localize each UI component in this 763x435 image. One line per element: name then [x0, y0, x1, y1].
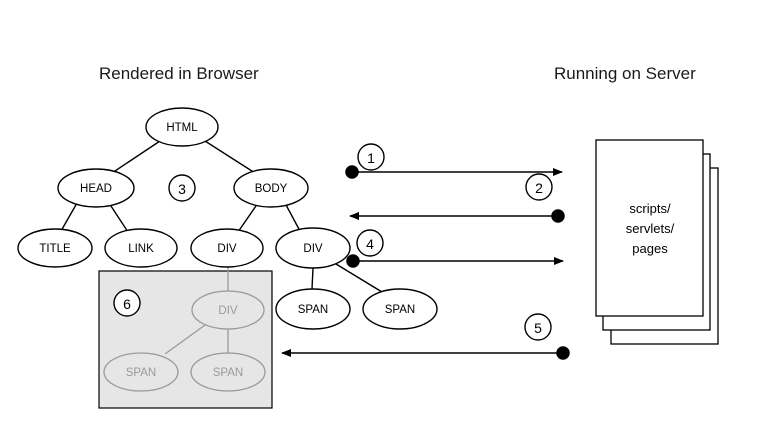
node-span-c: [103, 352, 179, 392]
node-div-b: [275, 227, 351, 269]
label-div-a: DIV: [217, 243, 237, 255]
label-span-c: SPAN: [126, 367, 156, 379]
edge-body-div-a: [237, 202, 259, 233]
step-number-4: 4: [366, 236, 374, 252]
step-badge-1: 1: [357, 143, 385, 171]
tree-edges: [60, 140, 383, 293]
label-html: HTML: [166, 122, 198, 134]
step-badge-3: 3: [168, 174, 196, 202]
step-number-2: 2: [535, 180, 543, 196]
arrow-origin-dot-4: [346, 254, 360, 268]
node-title: [17, 228, 93, 268]
server-pages-line-1: scripts/: [629, 201, 671, 216]
step-badge-4: 4: [356, 229, 384, 257]
edge-html-body: [204, 140, 256, 174]
node-div-a: [190, 228, 264, 268]
server-pages-stack: [595, 139, 719, 345]
node-head: [57, 168, 135, 208]
server-pages-line-2: servlets/: [626, 221, 675, 236]
heading-rendered-in-browser: Rendered in Browser: [99, 64, 259, 83]
arrow-origin-dot-2: [551, 209, 565, 223]
edge-div-c-span-c: [164, 324, 206, 355]
edge-head-link: [108, 202, 129, 233]
step-number-3: 3: [178, 181, 186, 197]
node-div-c: [191, 290, 265, 330]
node-span-a: [275, 288, 351, 330]
node-body: [233, 168, 309, 208]
node-span-b: [362, 288, 438, 330]
arrow-origin-dot-5: [556, 346, 570, 360]
label-span-d: SPAN: [213, 367, 243, 379]
edge-head-title: [60, 202, 78, 232]
step-badge-5: 5: [524, 313, 552, 341]
edge-div-b-span-a: [311, 267, 314, 290]
edge-body-div-b: [284, 202, 301, 232]
edge-div-b-span-b: [335, 263, 383, 293]
label-div-c: DIV: [218, 305, 238, 317]
step-badge-6: 6: [113, 289, 141, 317]
step-number-1: 1: [367, 150, 375, 166]
node-span-d: [190, 352, 266, 392]
step-badge-2: 2: [525, 173, 553, 201]
arrow-origin-dot-1: [345, 165, 359, 179]
label-span-a: SPAN: [298, 304, 328, 316]
label-span-b: SPAN: [385, 304, 415, 316]
server-pages-line-3: pages: [632, 241, 668, 256]
server-page-front: [595, 139, 704, 317]
node-html: [145, 107, 219, 147]
label-div-b: DIV: [303, 243, 323, 255]
heading-running-on-server: Running on Server: [554, 64, 696, 83]
step-number-5: 5: [534, 320, 542, 336]
step-number-6: 6: [123, 296, 131, 312]
label-title: TITLE: [39, 243, 71, 255]
label-body: BODY: [255, 183, 288, 195]
label-head: HEAD: [80, 183, 112, 195]
faded-tree-edges: [164, 266, 229, 355]
node-link: [104, 228, 178, 268]
label-link: LINK: [128, 243, 154, 255]
